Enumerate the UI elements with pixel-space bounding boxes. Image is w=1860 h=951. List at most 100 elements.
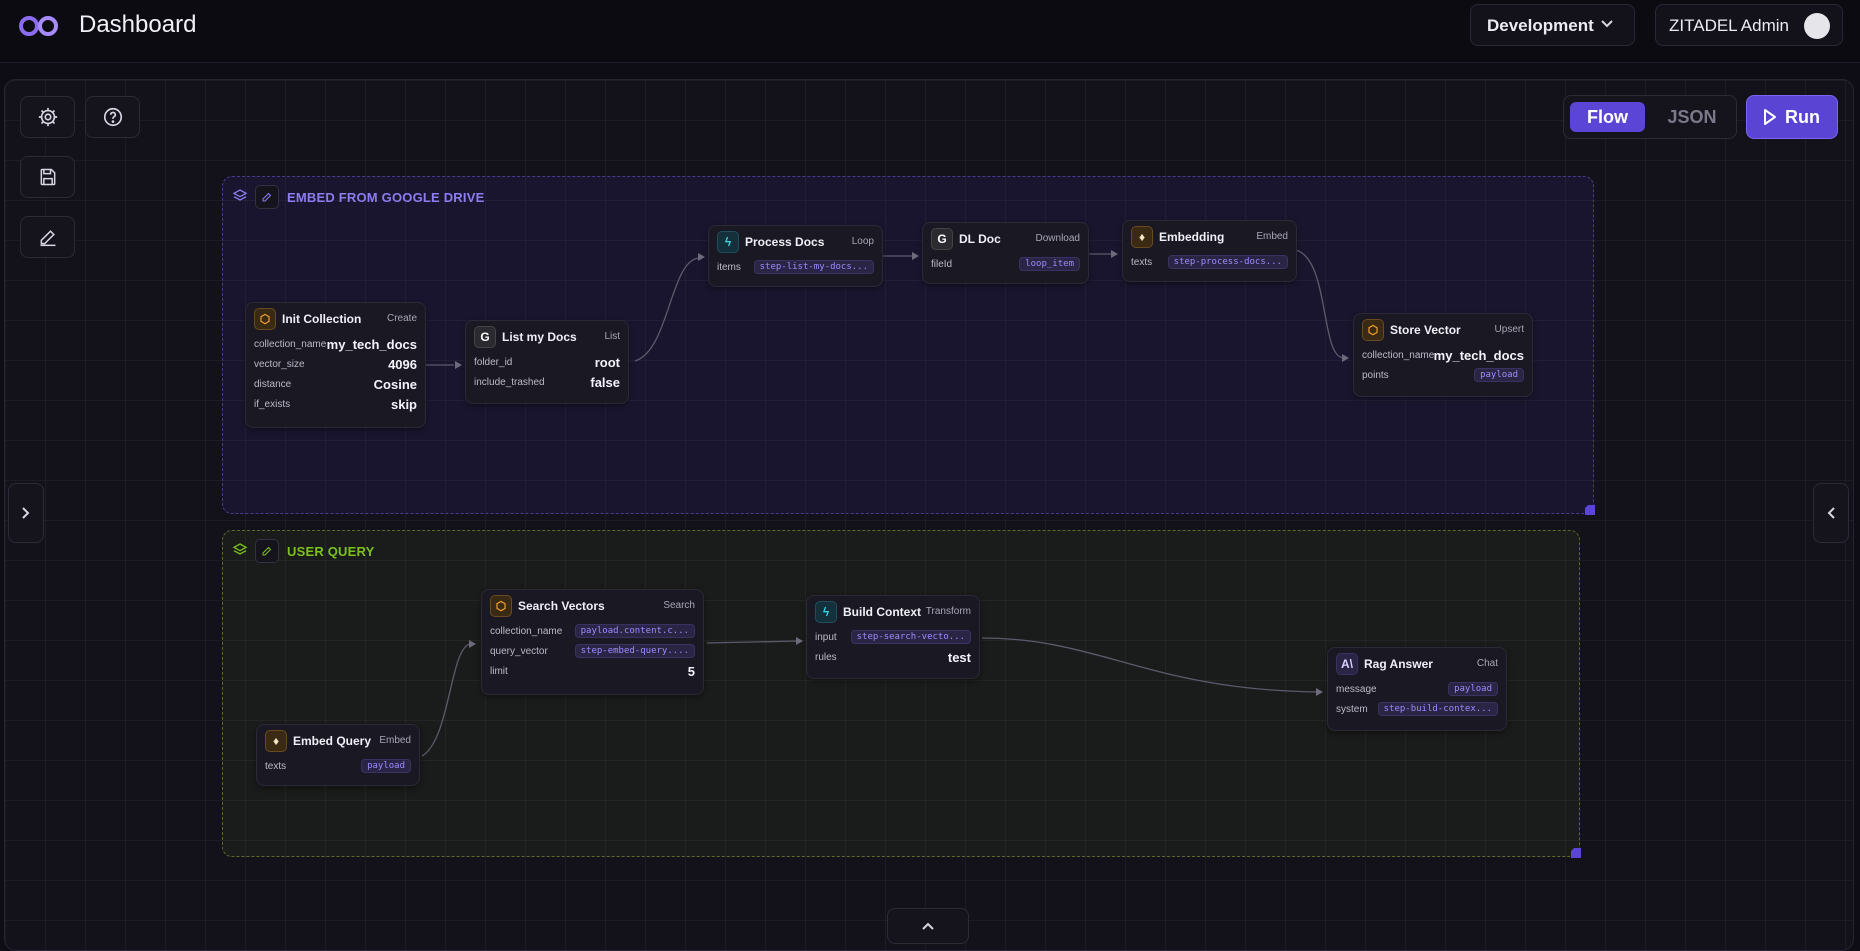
environment-dropdown[interactable]: Development [1470, 4, 1635, 46]
user-name: ZITADEL Admin [1669, 16, 1789, 35]
param-reference-pill[interactable]: step-search-vecto... [850, 630, 971, 644]
node-type: Loop [851, 236, 874, 247]
param-value[interactable]: my_tech_docs [326, 337, 417, 352]
param-reference-pill[interactable]: step-build-contex... [1377, 702, 1498, 716]
node-title: DL Doc [959, 232, 1001, 246]
chevron-down-icon [1601, 20, 1613, 28]
param-key: system [1336, 704, 1368, 715]
param-row: vector_size 4096 [246, 355, 425, 375]
help-button[interactable] [85, 96, 140, 138]
node-dl-doc[interactable]: G DL Doc Download fileId loop_item [922, 222, 1089, 284]
param-reference-pill[interactable]: payload [1448, 682, 1498, 696]
param-value[interactable]: 4096 [388, 357, 417, 372]
environment-label: Development [1487, 16, 1594, 35]
param-row: system step-build-contex... [1328, 700, 1506, 720]
user-menu[interactable]: ZITADEL Admin [1655, 4, 1843, 46]
chevron-left-icon [1827, 507, 1835, 519]
expand-right-panel-button[interactable] [1813, 483, 1849, 543]
pencil-icon [40, 230, 55, 247]
bolt-icon: ϟ [717, 231, 739, 253]
group-edit-button[interactable] [255, 185, 279, 209]
node-process-docs[interactable]: ϟ Process Docs Loop items step-list-my-do… [708, 225, 883, 287]
drop-icon: ♦ [1131, 226, 1153, 248]
param-reference-pill[interactable]: step-process-docs... [1167, 255, 1288, 269]
param-value[interactable]: my_tech_docs [1433, 348, 1524, 363]
node-title: List my Docs [502, 330, 577, 344]
run-label: Run [1785, 107, 1820, 127]
avatar [1804, 13, 1830, 39]
param-value[interactable]: root [594, 355, 620, 370]
param-row: texts step-process-docs... [1123, 253, 1296, 273]
param-key: fileId [931, 259, 953, 270]
google-icon: G [931, 228, 953, 250]
group-edit-button[interactable] [255, 539, 279, 563]
param-value[interactable]: skip [390, 397, 417, 412]
group-title: EMBED FROM GOOGLE DRIVE [287, 190, 485, 205]
bolt-icon: ϟ [815, 601, 837, 623]
param-reference-pill[interactable]: loop_item [1019, 257, 1080, 271]
param-key: if_exists [254, 399, 291, 410]
layers-icon [229, 185, 251, 207]
param-key: items [717, 262, 741, 273]
param-key: points [1362, 370, 1389, 381]
pencil-icon [262, 192, 272, 202]
node-type: Create [386, 313, 417, 324]
param-key: texts [1131, 257, 1153, 268]
tab-flow[interactable]: Flow [1570, 102, 1645, 132]
resize-handle-icon[interactable] [1571, 848, 1581, 858]
param-value[interactable]: 5 [687, 664, 695, 679]
chevron-right-icon [22, 507, 30, 519]
save-button[interactable] [20, 156, 75, 198]
qdrant-icon: ⬡ [490, 595, 512, 617]
param-row: limit 5 [482, 662, 703, 682]
param-key: query_vector [490, 646, 548, 657]
expand-left-panel-button[interactable] [8, 483, 44, 543]
edit-button[interactable] [20, 216, 75, 258]
tab-json[interactable]: JSON [1667, 106, 1717, 127]
param-reference-pill[interactable]: payload [361, 759, 411, 773]
param-row: query_vector step-embed-query.... [482, 642, 703, 662]
param-row: collection_name payload.content.c... [482, 622, 703, 642]
node-title: Process Docs [745, 235, 825, 249]
top-bar: Dashboard Development ZITADEL Admin [0, 0, 1860, 63]
google-icon: G [474, 326, 496, 348]
node-init-collection[interactable]: ⬡ Init Collection Create collection_name… [245, 302, 426, 428]
param-value[interactable]: false [590, 375, 620, 390]
param-reference-pill[interactable]: step-list-my-docs... [753, 260, 874, 274]
settings-button[interactable] [20, 96, 75, 138]
param-key: vector_size [254, 359, 305, 370]
logo-infinity-icon [19, 16, 58, 36]
node-type: Download [1035, 233, 1080, 244]
param-reference-pill[interactable]: payload.content.c... [574, 624, 695, 638]
param-value[interactable]: test [947, 650, 971, 665]
view-toggle: Flow JSON [1563, 95, 1737, 139]
resize-handle-icon[interactable] [1585, 505, 1595, 515]
param-value[interactable]: Cosine [373, 377, 417, 392]
param-reference-pill[interactable]: payload [1474, 368, 1524, 382]
expand-bottom-panel-button[interactable] [887, 908, 969, 944]
node-type: Search [663, 600, 695, 611]
param-row: items step-list-my-docs... [709, 258, 882, 278]
qdrant-icon: ⬡ [254, 308, 276, 330]
param-key: texts [265, 761, 287, 772]
node-title: Store Vector [1390, 323, 1461, 337]
param-reference-pill[interactable]: step-embed-query.... [574, 644, 695, 658]
param-key: limit [490, 666, 508, 677]
param-key: message [1336, 684, 1377, 695]
param-key: collection_name [490, 626, 563, 637]
run-button[interactable]: Run [1746, 95, 1838, 139]
layers-icon [229, 539, 251, 561]
